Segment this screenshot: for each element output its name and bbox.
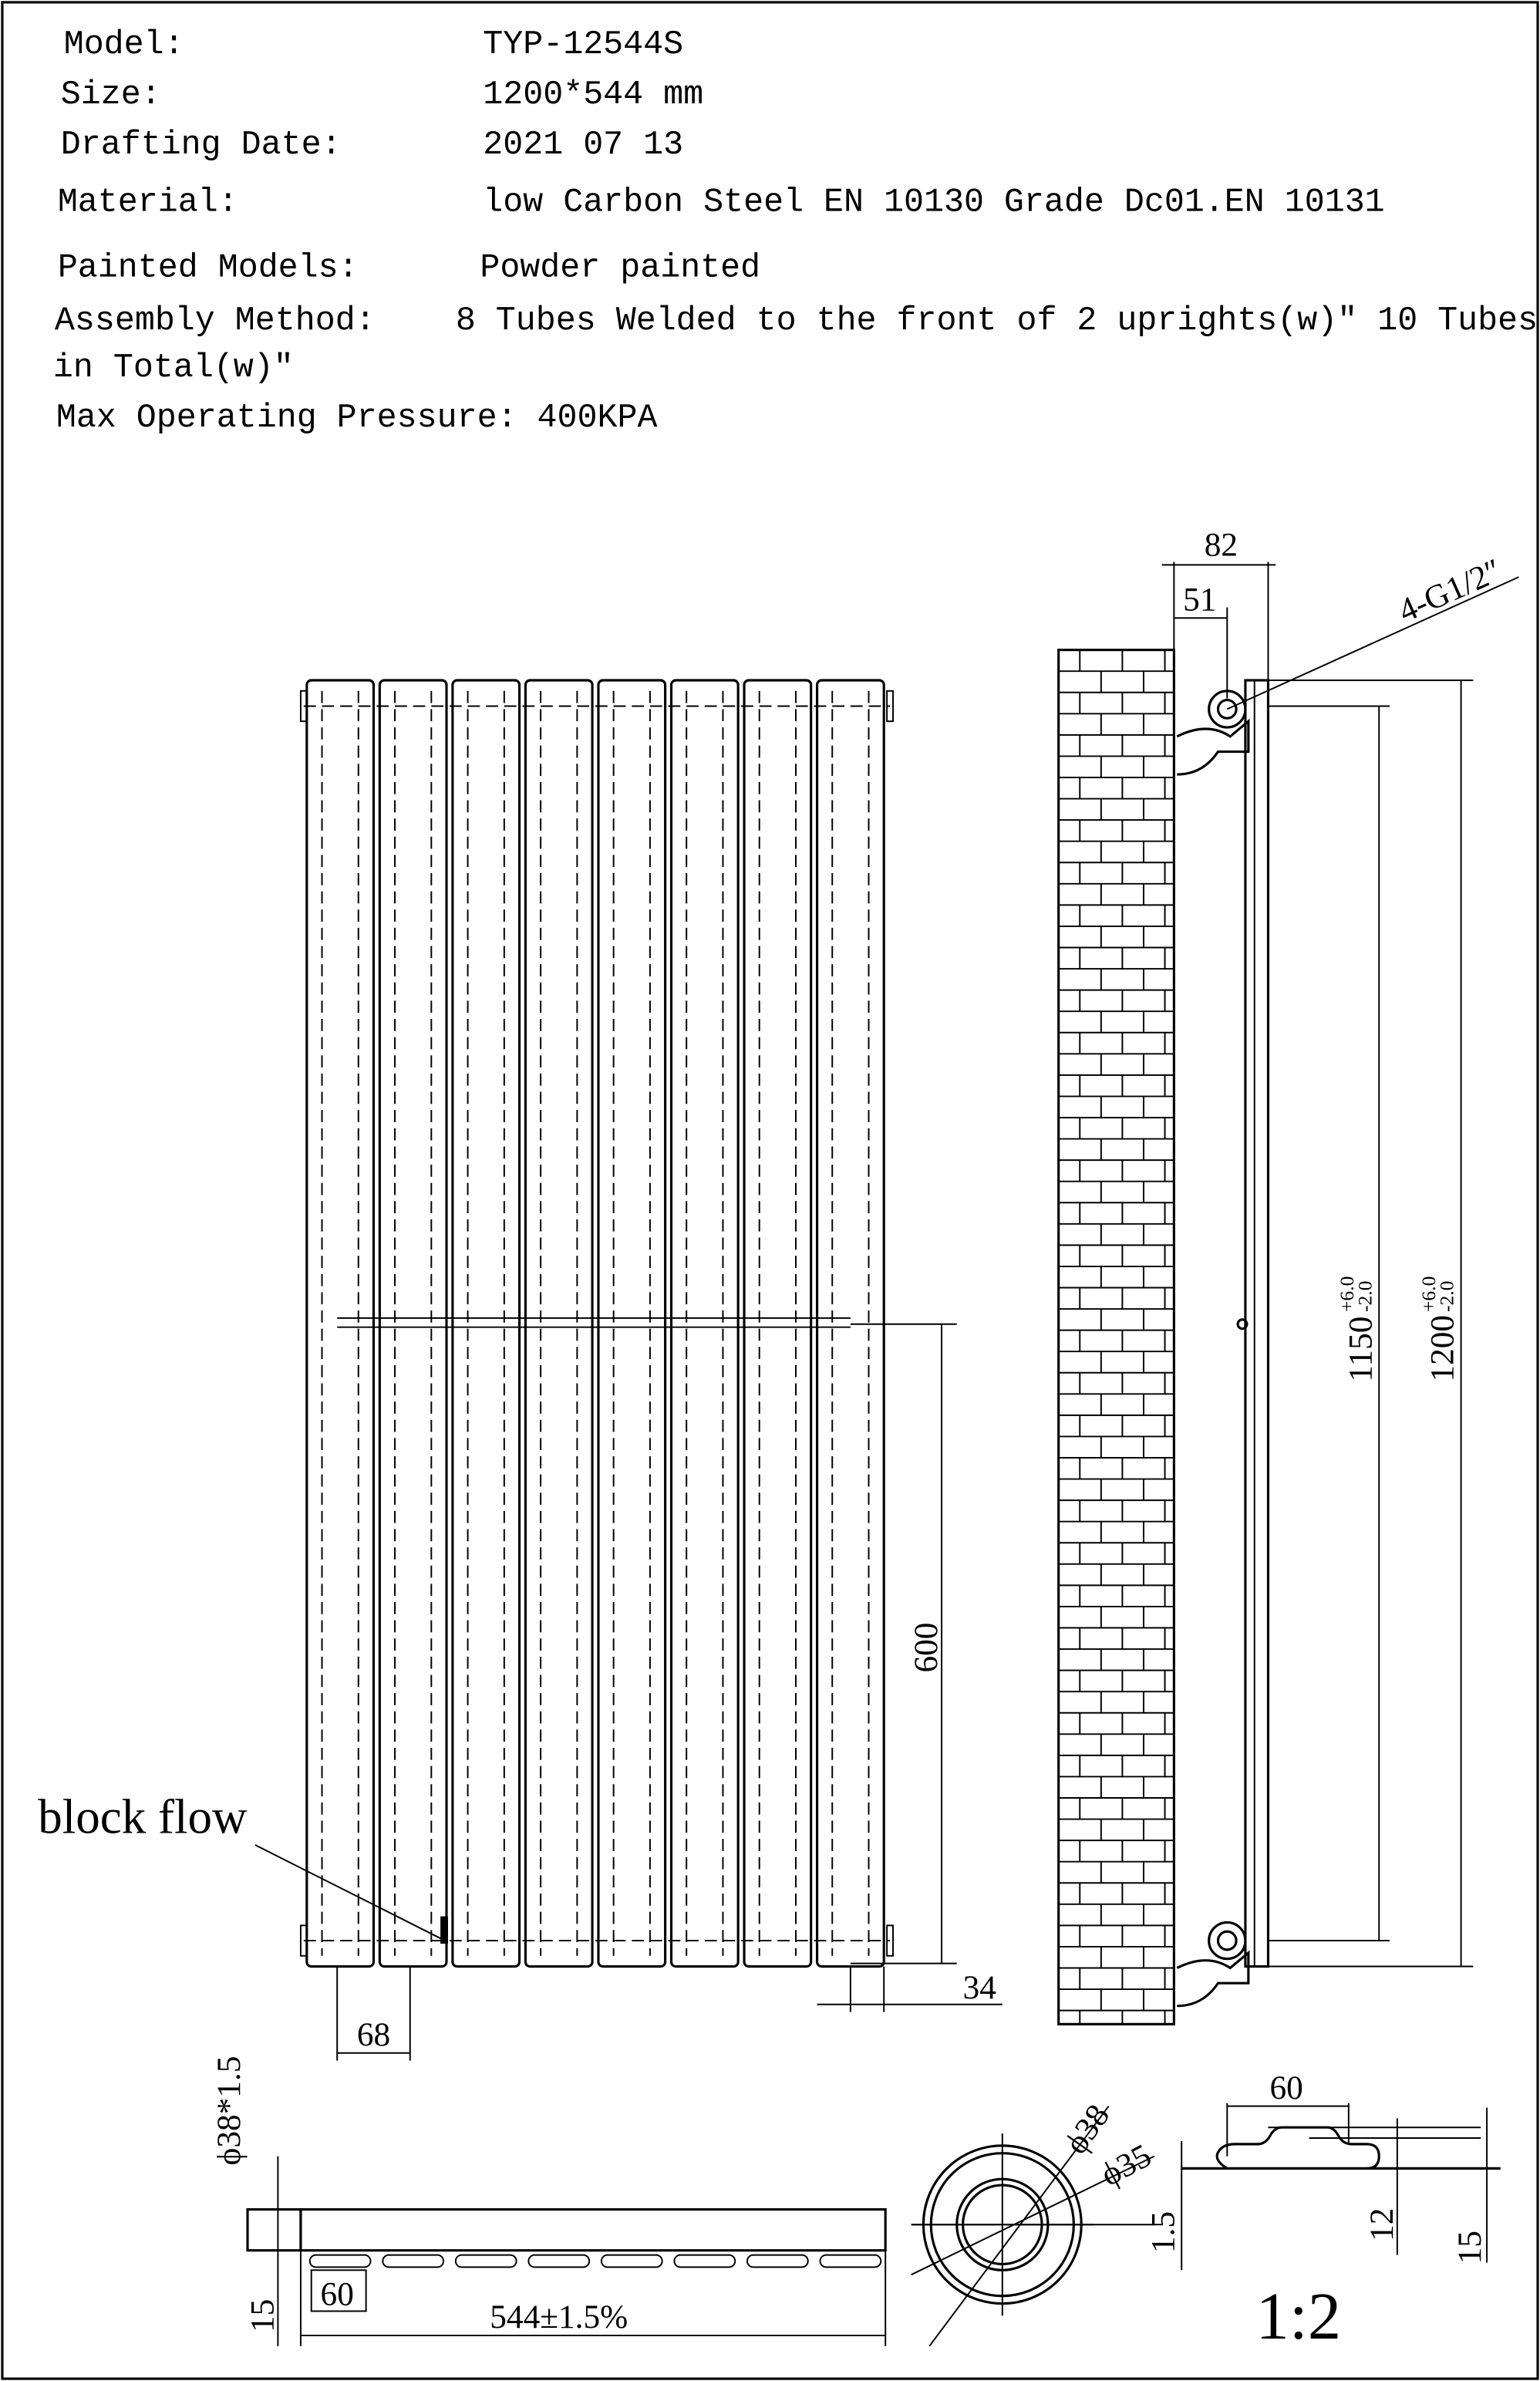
dim-82: 82 bbox=[1205, 527, 1238, 564]
dim-1200-tol-lower: -2.0 bbox=[1436, 1281, 1458, 1312]
section-dim-60: 60 bbox=[1269, 2069, 1302, 2106]
size-value: 1200*544 mm bbox=[483, 76, 703, 114]
width-dim: 544±1.5% bbox=[490, 2298, 628, 2335]
tube bbox=[597, 679, 667, 1968]
tube bbox=[451, 679, 521, 1968]
assembly-value-cont: in Total(w)″ bbox=[53, 349, 294, 387]
block-flow-label: block flow bbox=[38, 1789, 248, 1843]
material-value: low Carbon Steel EN 10130 Grade Dc01.EN … bbox=[483, 184, 1384, 222]
painted-value: Powder painted bbox=[480, 249, 760, 287]
front-view bbox=[299, 679, 895, 1968]
model-label: Model: bbox=[64, 26, 184, 64]
dim-15: 15 bbox=[244, 2299, 281, 2332]
dim-34: 34 bbox=[963, 1969, 996, 2006]
dim-1150: 1150 bbox=[1342, 1317, 1379, 1382]
material-label: Material: bbox=[58, 184, 238, 222]
spec-block: Model: TYP-12544S Size: 1200*544 mm Draf… bbox=[53, 26, 1538, 437]
tube-profile bbox=[382, 2254, 445, 2268]
date-label: Drafting Date: bbox=[61, 126, 342, 164]
assembly-value: 8 Tubes Welded to the front of 2 upright… bbox=[456, 302, 1538, 340]
tube-profile bbox=[527, 2254, 591, 2268]
tube-dim: ϕ38*1.5 bbox=[211, 2056, 248, 2166]
date-value: 2021 07 13 bbox=[483, 126, 683, 164]
tube-profile bbox=[673, 2254, 736, 2268]
dim-1150-tol-upper: +6.0 bbox=[1336, 1276, 1358, 1312]
tube-profile bbox=[746, 2254, 809, 2268]
tube bbox=[669, 679, 740, 1968]
dim-1200: 1200 bbox=[1424, 1315, 1461, 1382]
tube-profile bbox=[819, 2254, 882, 2268]
size-label: Size: bbox=[61, 76, 161, 114]
dim-1150-tol-lower: -2.0 bbox=[1353, 1281, 1376, 1312]
scale-label: 1:2 bbox=[1255, 2279, 1341, 2353]
painted-label: Painted Models: bbox=[58, 249, 359, 287]
section-dim-12: 12 bbox=[1363, 2208, 1400, 2241]
connection-label: 4-G1/2″ bbox=[1393, 551, 1507, 629]
front-view-dimensions: 600 68 34 block flow bbox=[38, 1323, 1003, 2061]
tube-section: 60 1.5 12 15 bbox=[1144, 2069, 1501, 2271]
dim-60: 60 bbox=[321, 2276, 354, 2313]
model-value: TYP-12544S bbox=[483, 26, 683, 64]
top-view: ϕ38*1.5 15 60 544±1.5% bbox=[211, 2056, 887, 2346]
section-dim-15: 15 bbox=[1451, 2231, 1488, 2264]
dim-51: 51 bbox=[1183, 581, 1216, 618]
tube bbox=[378, 679, 448, 1968]
tube-profile bbox=[454, 2254, 517, 2268]
circle-section: ϕ38 ϕ35 bbox=[911, 2098, 1158, 2347]
dim-600: 600 bbox=[908, 1623, 945, 1673]
tube bbox=[524, 679, 594, 1968]
tube bbox=[305, 679, 376, 1968]
brick-wall bbox=[1057, 649, 1174, 2025]
tube bbox=[743, 679, 813, 1968]
pressure-text: Max Operating Pressure: 400KPA bbox=[56, 400, 658, 437]
tube-profile bbox=[308, 2254, 372, 2268]
dim-68: 68 bbox=[357, 2016, 390, 2053]
section-dim-1-5: 1.5 bbox=[1144, 2211, 1181, 2253]
side-view: 82 51 4-G1/2″ 1150 +6.0 -2.0 1200 +6.0 -… bbox=[1057, 527, 1519, 2025]
assembly-label: Assembly Method: bbox=[55, 302, 376, 340]
dim-1200-tol-upper: +6.0 bbox=[1417, 1276, 1440, 1312]
tube-profile bbox=[600, 2254, 663, 2268]
inner-diameter: ϕ35 bbox=[1095, 2136, 1158, 2193]
